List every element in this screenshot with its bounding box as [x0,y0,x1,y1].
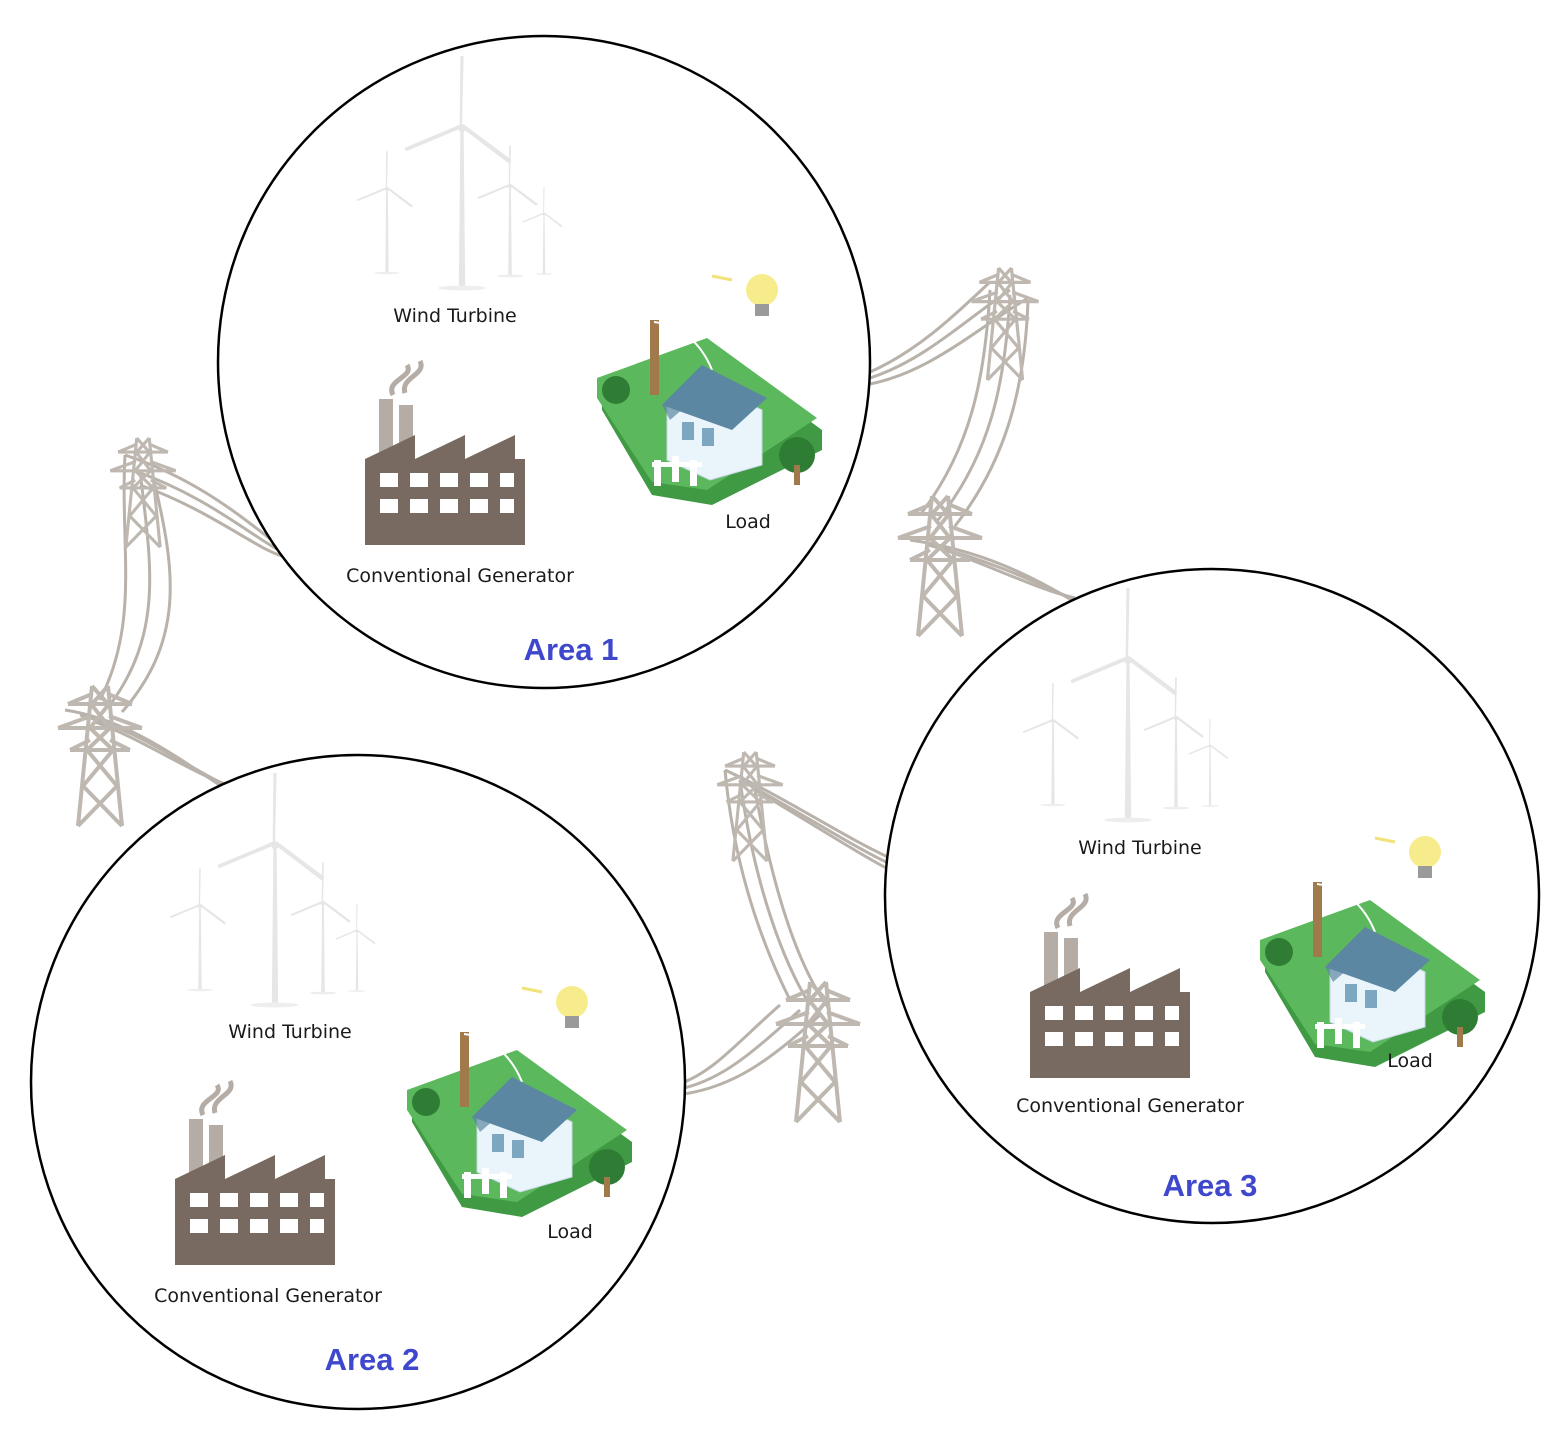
area-boundary [216,34,872,690]
transmission-tower-icon [715,750,785,863]
wind-turbine-label: Wind Turbine [393,305,516,327]
area-1: Wind Turbine Conventional Generator Load… [216,34,872,690]
wind-turbine-label: Wind Turbine [1078,837,1201,859]
area-title: Area 2 [325,1342,420,1377]
load-label: Load [725,511,771,533]
transmission-lines [64,280,1076,1096]
area-boundary [29,753,687,1411]
load-label: Load [547,1221,593,1243]
generator-label: Conventional Generator [154,1285,382,1307]
transmission-tower-icon [56,684,144,828]
transmission-tower-icon [774,980,862,1124]
area-title: Area 3 [1163,1168,1258,1203]
generator-label: Conventional Generator [346,565,574,587]
wind-turbine-label: Wind Turbine [228,1021,351,1043]
area-3: Wind Turbine Conventional Generator Load… [883,567,1541,1225]
area-2: Wind Turbine Conventional Generator Load… [29,753,687,1411]
load-label: Load [1387,1050,1433,1072]
area-boundary [883,567,1541,1225]
generator-label: Conventional Generator [1016,1095,1244,1117]
area-title: Area 1 [524,632,619,667]
